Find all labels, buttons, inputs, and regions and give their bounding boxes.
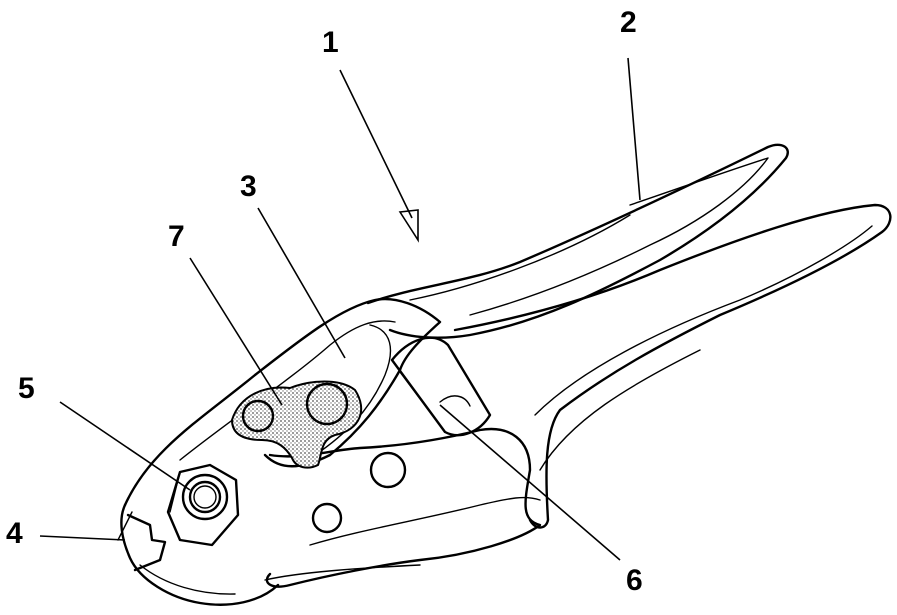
- lower-handle: [453, 203, 892, 529]
- lower-jaw: [264, 427, 542, 588]
- ref-label-1: 1: [322, 26, 339, 59]
- cutter-head: [117, 503, 280, 606]
- ref-label-7: 7: [168, 220, 185, 253]
- stippled-link-plate: [230, 380, 363, 469]
- upper-handle: [366, 143, 789, 339]
- leader-lines: [39, 57, 641, 561]
- ref-label-4: 4: [6, 517, 23, 550]
- arrowhead-1: [398, 209, 419, 243]
- rivets: [311, 451, 407, 534]
- spring-element: [390, 336, 492, 437]
- ref-label-6: 6: [626, 564, 643, 597]
- pivot-bolt: [166, 463, 240, 547]
- ref-label-5: 5: [18, 372, 35, 405]
- ref-label-2: 2: [620, 6, 637, 39]
- ref-label-3: 3: [240, 170, 257, 203]
